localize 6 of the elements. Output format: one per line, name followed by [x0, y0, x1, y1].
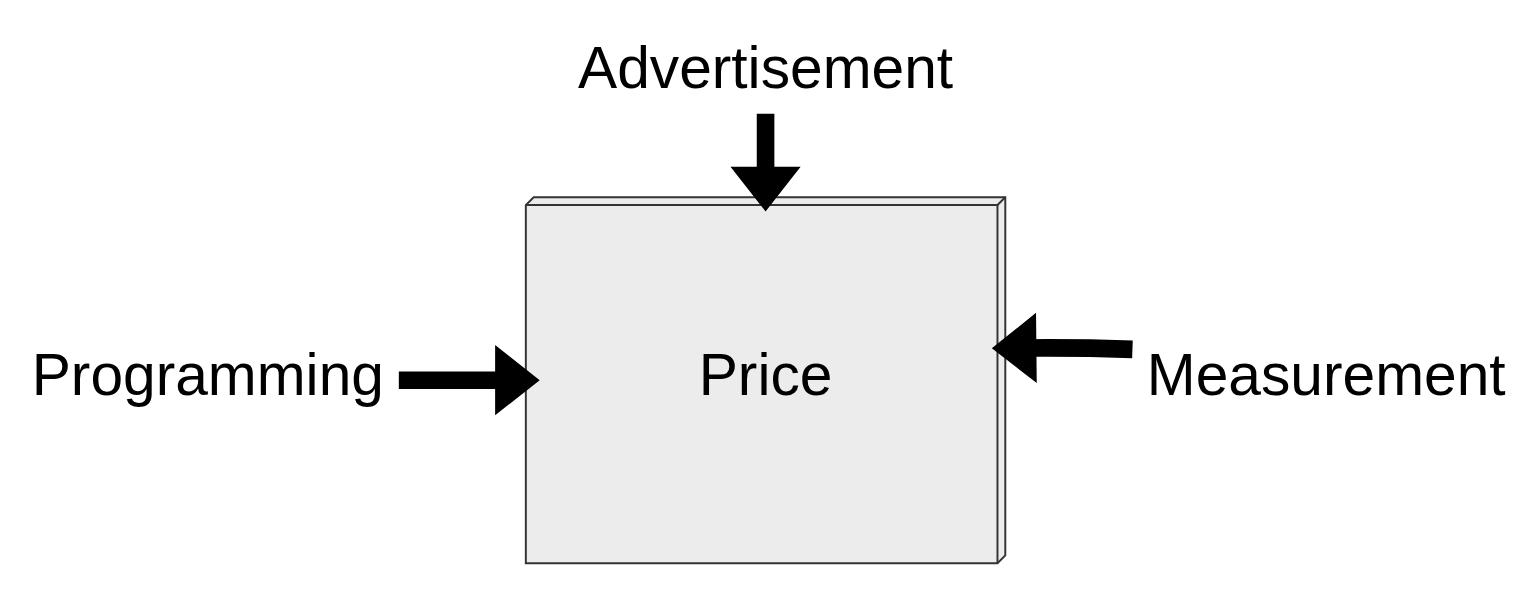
node-text: Programming [31, 341, 384, 407]
arrow [730, 113, 801, 212]
node-text: Measurement [1146, 341, 1506, 407]
node-text: Advertisement [578, 34, 954, 100]
arrow [991, 312, 1133, 383]
arrow [398, 345, 540, 416]
